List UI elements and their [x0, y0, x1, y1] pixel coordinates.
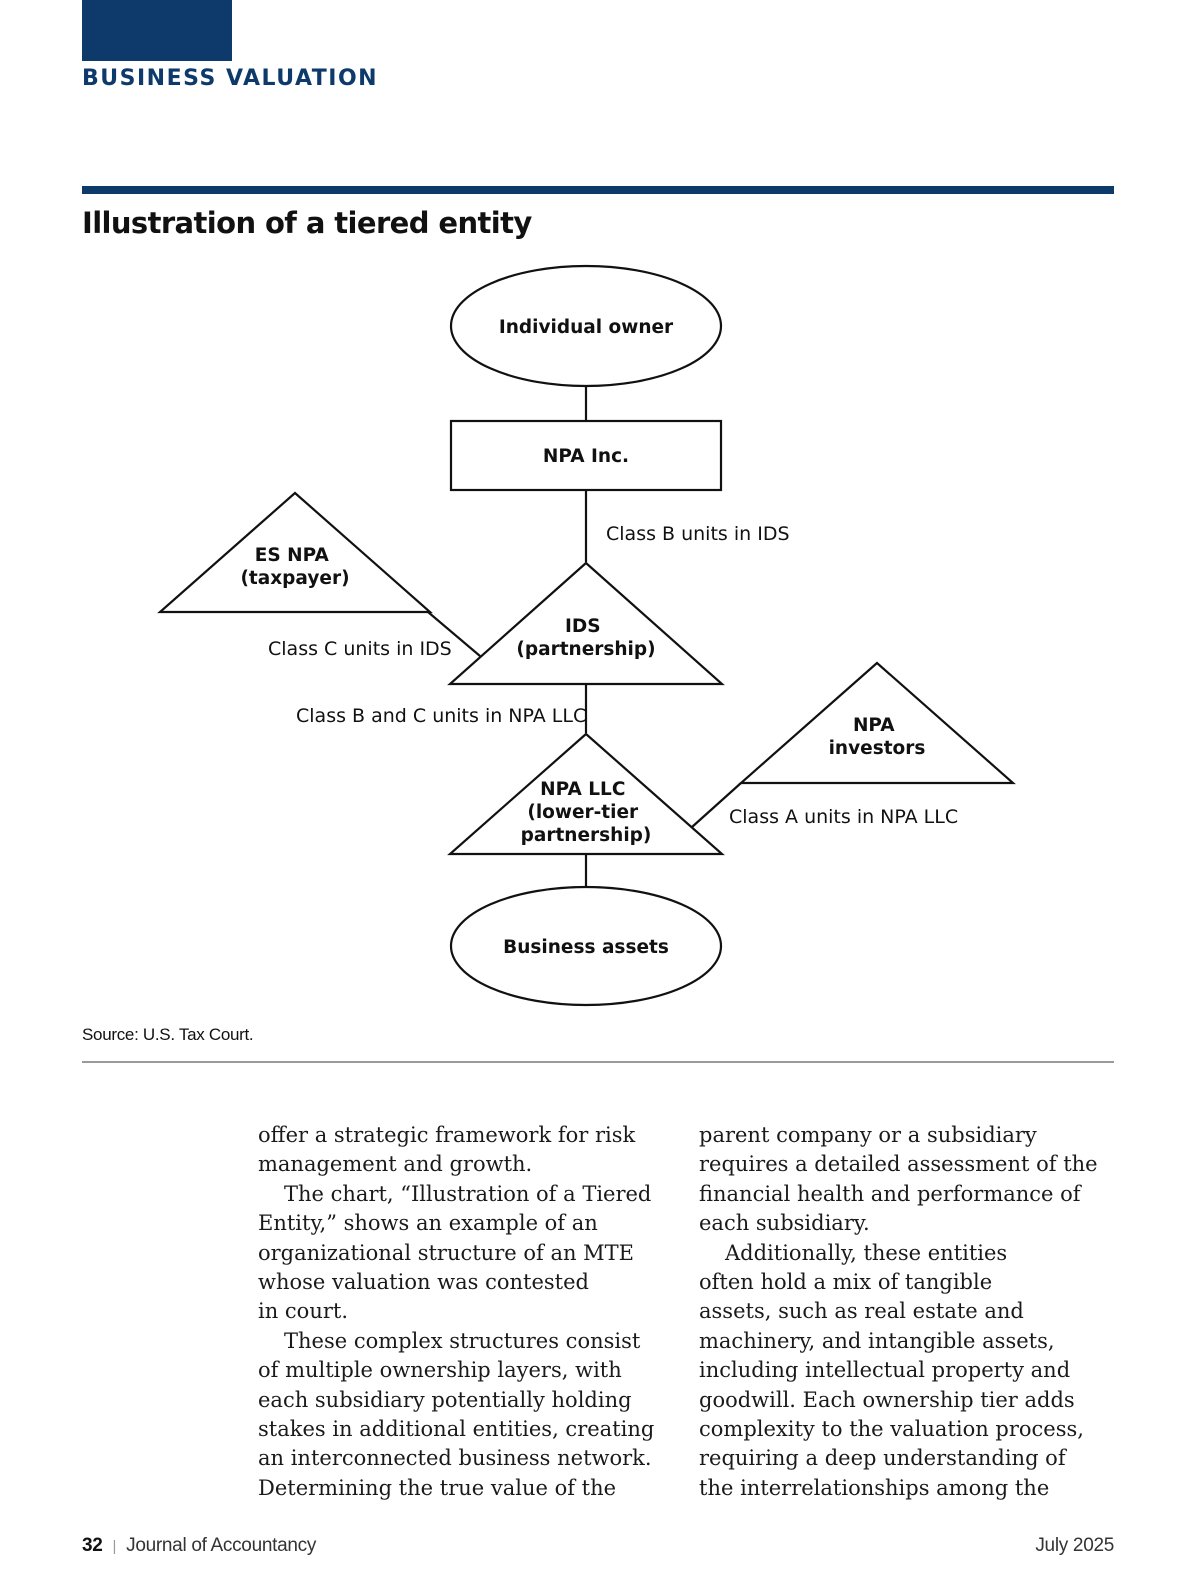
text-line: financial health and performance of: [699, 1181, 1081, 1206]
svg-text:NPA Inc.: NPA Inc.: [543, 446, 629, 467]
text-line: requiring a deep understanding of: [699, 1446, 1066, 1471]
paragraph: parent company or a subsidiary requires …: [699, 1121, 1119, 1239]
node-label: NPA Inc.: [543, 446, 629, 467]
text-line: assets, such as real estate and: [699, 1299, 1024, 1324]
node-label: (lower-tier: [527, 802, 639, 823]
paragraph: These complex structures consist of mult…: [258, 1327, 678, 1503]
edge-label-class-c-ids: Class C units in IDS: [268, 638, 452, 660]
text-line: The chart, “Illustration of a Tiered: [284, 1181, 652, 1206]
node-npa-inc: NPA Inc.: [449, 419, 723, 492]
node-npa-llc: NPA LLC (lower-tier partnership): [447, 732, 725, 856]
edge-label-class-bc-llc: Class B and C units in NPA LLC: [296, 705, 586, 727]
text-line: Determining the true value of the: [258, 1475, 617, 1500]
text-line: requires a detailed assessment of the: [699, 1152, 1098, 1177]
paragraph: Additionally, these entities often hold …: [699, 1239, 1119, 1504]
node-label: NPA: [853, 715, 895, 736]
page-number: 32: [82, 1535, 103, 1556]
node-label: NPA LLC: [540, 779, 625, 800]
node-label: Individual owner: [499, 317, 674, 338]
text-line: each subsidiary potentially holding: [258, 1387, 632, 1412]
figure-rule: [82, 1061, 1114, 1063]
svg-text:Business assets: Business assets: [503, 937, 669, 958]
node-es-npa: ES NPA (taxpayer): [157, 491, 433, 614]
section-label: BUSINESS VALUATION: [82, 66, 379, 91]
node-npa-investors: NPA investors: [738, 661, 1016, 785]
node-label: Business assets: [503, 937, 669, 958]
node-ids: IDS (partnership): [447, 561, 725, 686]
svg-text:NPA investors: NPA investors: [829, 715, 926, 759]
text-line: complexity to the valuation process,: [699, 1417, 1084, 1442]
footer-left: 32 | Journal of Accountancy: [82, 1535, 316, 1557]
svg-text:NPA LLC (lower-tier: NPA LLC (lower-tier partnership): [521, 779, 652, 846]
text-line: the interrelationships among the: [699, 1475, 1050, 1500]
node-label: investors: [829, 738, 926, 759]
text-line: in court.: [258, 1299, 348, 1324]
text-line: stakes in additional entities, creating: [258, 1417, 655, 1442]
text-line: organizational structure of an MTE: [258, 1240, 635, 1265]
text-line: an interconnected business network.: [258, 1446, 652, 1471]
footer-separator: |: [112, 1538, 117, 1555]
paragraph: The chart, “Illustration of a Tiered Ent…: [258, 1180, 678, 1327]
text-line: parent company or a subsidiary: [699, 1123, 1037, 1147]
text-line: Additionally, these entities: [725, 1240, 1008, 1265]
node-individual-owner: Individual owner: [449, 264, 723, 388]
body-column-left: offer a strategic framework for risk man…: [258, 1121, 678, 1503]
text-line: offer a strategic framework for risk: [258, 1123, 636, 1147]
node-label: (taxpayer): [240, 568, 349, 589]
header-rule: [82, 186, 1114, 194]
node-label: IDS: [565, 616, 601, 637]
publication-name: Journal of Accountancy: [126, 1535, 317, 1556]
svg-text:IDS (partnership): IDS (partnership): [516, 616, 655, 660]
connector-investors-npallc: [691, 782, 742, 828]
text-line: goodwill. Each ownership tier adds: [699, 1387, 1075, 1412]
edge-label-class-a-llc: Class A units in NPA LLC: [729, 806, 958, 828]
text-line: whose valuation was contested: [258, 1270, 589, 1295]
text-line: including intellectual property and: [699, 1358, 1071, 1383]
connector-esnpa-ids: [427, 611, 481, 657]
text-line: often hold a mix of tangible: [699, 1270, 993, 1295]
figure-title: Illustration of a tiered entity: [82, 206, 532, 240]
issue-date: July 2025: [1035, 1535, 1114, 1556]
text-line: each subsidiary.: [699, 1211, 870, 1236]
node-label: partnership): [521, 825, 652, 846]
node-label: (partnership): [516, 639, 655, 660]
header-color-block: [82, 0, 232, 61]
svg-text:Individual owner: Individual owner: [499, 317, 674, 338]
paragraph: offer a strategic framework for risk man…: [258, 1121, 678, 1180]
text-line: management and growth.: [258, 1152, 533, 1177]
node-label: ES NPA: [255, 545, 330, 566]
text-line: of multiple ownership layers, with: [258, 1358, 622, 1383]
figure-source: Source: U.S. Tax Court.: [82, 1025, 254, 1044]
body-column-right: parent company or a subsidiary requires …: [699, 1121, 1119, 1503]
tiered-entity-diagram: Individual owner NPA Inc. ES NPA (taxpay…: [157, 264, 1016, 1007]
text-line: machinery, and intangible assets,: [699, 1328, 1055, 1353]
node-business-assets: Business assets: [449, 885, 723, 1007]
text-line: Entity,” shows an example of an: [258, 1211, 598, 1236]
edge-label-class-b-ids: Class B units in IDS: [606, 523, 790, 545]
svg-text:ES NPA (taxpayer): ES NPA (taxpayer): [240, 545, 349, 589]
text-line: These complex structures consist: [284, 1328, 641, 1353]
